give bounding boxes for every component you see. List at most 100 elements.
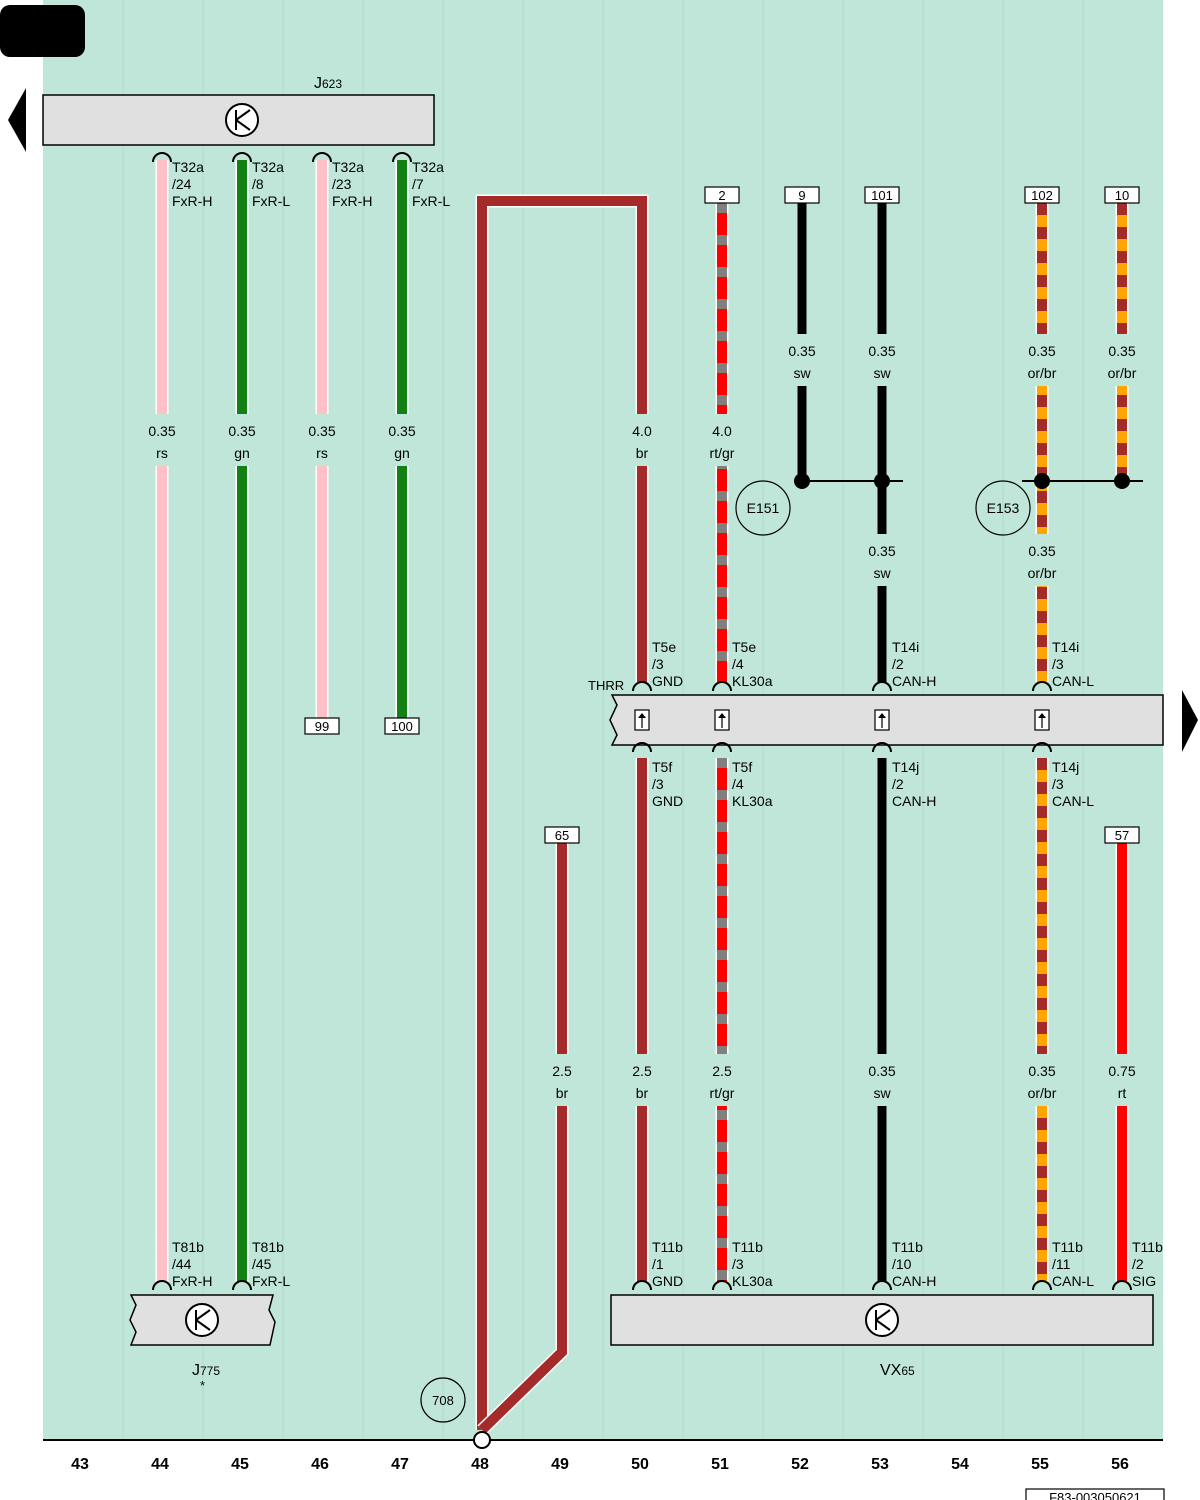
pin-label: T32a xyxy=(172,159,204,175)
pin-label: T14j xyxy=(1052,759,1079,775)
wire-label: 0.35 xyxy=(1028,543,1055,559)
pin-label: T32a xyxy=(252,159,284,175)
svg-text:2.5br: 2.5br xyxy=(632,1063,652,1101)
pin-label: T11b xyxy=(1052,1239,1083,1255)
ref-box[interactable]: 2 xyxy=(718,188,725,203)
page-badge xyxy=(0,5,85,57)
wire-label: 0.35 xyxy=(1108,343,1135,359)
pin-connector-symbols xyxy=(152,152,1132,1291)
vx65-label: VX xyxy=(880,1362,902,1379)
svg-text:4.0rt/gr: 4.0rt/gr xyxy=(710,423,735,461)
ground-point-circle xyxy=(420,1377,466,1423)
svg-text:VX65: VX65 xyxy=(880,1362,915,1379)
column-number: 48 xyxy=(471,1456,489,1473)
e153-splice-circle xyxy=(975,480,1031,536)
pin-label: T11b xyxy=(1132,1239,1163,1255)
diagram-reference: F83-003050621 xyxy=(1049,1490,1141,1500)
pin-label: T14i xyxy=(892,639,919,655)
pin-label: T11b xyxy=(732,1239,763,1255)
wire-label: 0.35 xyxy=(868,543,895,559)
wire-label: 0.35 xyxy=(1028,343,1055,359)
e151-label: E151 xyxy=(747,500,780,516)
pin-label: T81b xyxy=(252,1239,284,1255)
pin-label: T5f xyxy=(652,759,672,775)
ref-box[interactable]: 100 xyxy=(391,719,413,734)
ref-box[interactable]: 102 xyxy=(1031,188,1053,203)
wire-label: 0.35 xyxy=(868,343,895,359)
pin-label: T5f xyxy=(732,759,752,775)
splice-dot xyxy=(1114,473,1130,489)
wire-label: 0.35 xyxy=(308,423,335,439)
ref-box[interactable]: 10 xyxy=(1115,188,1129,203)
column-number: 56 xyxy=(1111,1456,1129,1473)
pin-label: T11b xyxy=(892,1239,923,1255)
wire-label: 0.35 xyxy=(1028,1063,1055,1079)
column-number: 45 xyxy=(231,1456,249,1473)
wire-label: 0.35 xyxy=(788,343,815,359)
e151-splice-circle xyxy=(735,480,791,536)
j623-label: J xyxy=(314,75,322,92)
wire-label: 2.5 xyxy=(712,1063,732,1079)
control-unit-icon xyxy=(185,1303,219,1337)
column-number: 49 xyxy=(551,1456,569,1473)
pin-label: T5e xyxy=(652,639,676,655)
ref-box[interactable]: 65 xyxy=(555,828,569,843)
pin-label: T5e xyxy=(732,639,756,655)
column-number: 43 xyxy=(71,1456,89,1473)
ref-box[interactable]: 101 xyxy=(871,188,893,203)
pin-label: T14j xyxy=(892,759,919,775)
ref-box[interactable]: 9 xyxy=(798,188,805,203)
column-number: 44 xyxy=(151,1456,169,1473)
column-number: 46 xyxy=(311,1456,329,1473)
column-number: 47 xyxy=(391,1456,409,1473)
svg-text:J775: J775 xyxy=(192,1362,220,1379)
page-right-arrow[interactable] xyxy=(1182,690,1198,752)
wire-label: 0.35 xyxy=(388,423,415,439)
wire-label: 0.35 xyxy=(228,423,255,439)
j775-note: * xyxy=(200,1378,205,1393)
pin-label: T11b xyxy=(652,1239,683,1255)
ref-box[interactable]: 57 xyxy=(1115,828,1129,843)
pin-label: T32a xyxy=(412,159,444,175)
wire-label: 0.35 xyxy=(148,423,175,439)
splice-dot xyxy=(1034,473,1050,489)
column-number: 50 xyxy=(631,1456,649,1473)
column-number: 53 xyxy=(871,1456,889,1473)
page-left-arrow[interactable] xyxy=(8,88,26,152)
ground-point-label: 708 xyxy=(432,1393,454,1408)
ground-junction xyxy=(473,1431,491,1449)
column-number: 52 xyxy=(791,1456,809,1473)
wire-label: 0.35 xyxy=(868,1063,895,1079)
wire-label: 0.75 xyxy=(1108,1063,1135,1079)
pin-label: T81b xyxy=(172,1239,204,1255)
column-number: 55 xyxy=(1031,1456,1049,1473)
wire-label: 2.5 xyxy=(552,1063,572,1079)
ref-box[interactable]: 99 xyxy=(315,719,329,734)
column-number: 51 xyxy=(711,1456,729,1473)
